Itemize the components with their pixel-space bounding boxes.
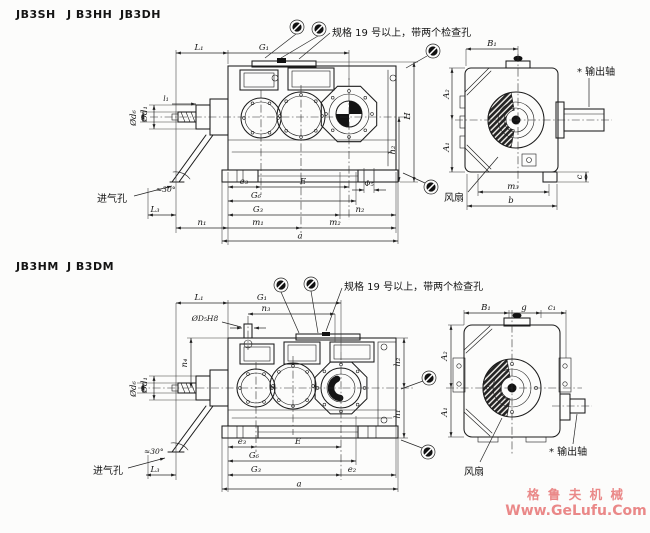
model-label-jb3dh: JB3DH <box>120 8 161 21</box>
dim-m3: m₃ <box>507 182 519 192</box>
air-inlet-label: 进气孔 <box>97 194 127 205</box>
dim-h1: h₁ <box>393 410 403 419</box>
dim-c: c <box>575 174 585 179</box>
dim-a: a <box>296 480 301 490</box>
dim-G1: G₁ <box>257 293 267 303</box>
fig1-end-extensions <box>449 46 589 210</box>
fig2-dim-labels: L₁ G₁ n₃ ØD₅H8 n₄ Ød₁ Ød₆ h₂ h₁ e₃ E G₆ … <box>128 293 556 490</box>
inspection-hole-note: 规格 19 号以上，带两个检查孔 <box>344 282 484 293</box>
dim-e3: e₃ <box>240 177 249 187</box>
view-direction-symbols-fig2 <box>273 276 437 460</box>
dim-Od6: Ød₆ <box>128 381 139 398</box>
fig1-extension-lines <box>140 50 418 245</box>
inspection-hole-mark <box>277 58 286 63</box>
dim-A1: A₁ <box>442 142 452 153</box>
dim-n1: n₁ <box>198 218 207 228</box>
fig2-end-leaders <box>479 413 578 463</box>
output-shaft-label: * 输出轴 <box>577 67 616 78</box>
dim-b: b <box>508 196 513 206</box>
dim-G3: G₃ <box>253 205 264 215</box>
dim-H: H <box>403 112 413 121</box>
fig1-end-centerlines <box>455 54 612 188</box>
fig2-centerlines <box>138 316 414 480</box>
dim-E: E <box>299 177 307 187</box>
fig2-end-centerlines <box>446 310 592 455</box>
dim-A1: A₁ <box>440 407 450 418</box>
fig1-leaders <box>133 32 428 197</box>
dim-c1: c₁ <box>548 303 556 313</box>
dim-n2: n₂ <box>356 205 365 215</box>
dim-G1: G₁ <box>259 43 269 53</box>
fig1-end-dimension-lines <box>450 47 588 208</box>
dim-A2: A₂ <box>440 351 450 362</box>
fig2-gearbox-end-view <box>452 312 586 443</box>
dim-Od1: Ød₁ <box>139 106 150 123</box>
dim-m2: m₂ <box>329 218 341 228</box>
dim-L1: L₁ <box>193 293 203 303</box>
watermark-brand: 格 鲁 夫 机 械 <box>527 487 625 502</box>
fig1-end-leaders <box>467 78 590 193</box>
angle-label: ≈30° <box>144 447 164 456</box>
fan-label: 风扇 <box>444 193 464 204</box>
fig1-dimension-lines <box>141 51 416 243</box>
dim-e2: e₂ <box>348 465 357 475</box>
dim-B1: B₁ <box>480 303 491 313</box>
dim-A2: A₂ <box>442 89 452 100</box>
dim-L1: L₁ <box>193 43 203 53</box>
model-label-jb3sh: JB3SH <box>16 8 56 21</box>
inspection-hole-note: 规格 19 号以上，带两个检查孔 <box>332 28 472 39</box>
inspection-hole-mark <box>322 332 330 336</box>
dim-Od6: Ød₆ <box>128 110 139 127</box>
bearing-dark-arc <box>327 374 355 402</box>
dim-G3: G₃ <box>251 465 262 475</box>
dim-L3: L₃ <box>149 205 160 215</box>
dim-OD5: ØD₅H8 <box>191 314 219 323</box>
dim-L3: L₃ <box>149 465 160 475</box>
dim-n4: n₄ <box>180 358 190 367</box>
air-inlet-label: 进气孔 <box>93 466 123 477</box>
view-direction-symbols-fig1 <box>289 19 441 195</box>
fan-label: 风扇 <box>464 467 484 478</box>
output-shaft-fig2 <box>559 393 586 421</box>
fig2-extension-lines <box>137 300 408 492</box>
dim-h2: h₂ <box>388 145 398 154</box>
dim-l1: l₁ <box>163 94 168 103</box>
dim-phi5: Φ₅ <box>364 179 373 188</box>
dim-B1: B₁ <box>486 39 497 49</box>
dim-m1: m₁ <box>252 218 263 228</box>
watermark-site: Www.GeLufu.Com <box>505 502 647 519</box>
output-shaft-label: * 输出轴 <box>549 447 588 458</box>
fig2-end-dimension-lines <box>449 311 566 437</box>
angle-label: ≈30° <box>156 185 176 194</box>
dim-G6: G₆ <box>251 191 262 201</box>
fig1-centerlines <box>150 78 412 233</box>
model-label-jb3dm: J B3DM <box>67 260 115 273</box>
dim-e3: e₃ <box>238 437 247 447</box>
dim-E: E <box>294 437 302 447</box>
dim-G6: G₆ <box>249 451 260 461</box>
dim-a: a <box>297 232 302 242</box>
model-label-jb3hm: JB3HM <box>16 260 59 273</box>
fig2-leaders <box>127 287 424 469</box>
dim-n3: n₃ <box>262 304 271 314</box>
dim-h2: h₂ <box>393 357 403 366</box>
model-label-jb3hh: J B3HH <box>67 8 113 21</box>
fig1-dim-labels: L₁ G₁ H h₂ Ød₁ Ød₆ l₁ e₃ E Φ₅ G₆ G₃ n₂ L… <box>128 39 585 242</box>
dim-Od1: Ød₁ <box>139 377 150 394</box>
fig2-dimension-lines <box>141 301 406 491</box>
fig1-gearbox-side-view <box>169 58 399 183</box>
watermark: 格 鲁 夫 机 械 Www.GeLufu.Com <box>505 487 647 520</box>
dim-g: g <box>521 303 527 313</box>
